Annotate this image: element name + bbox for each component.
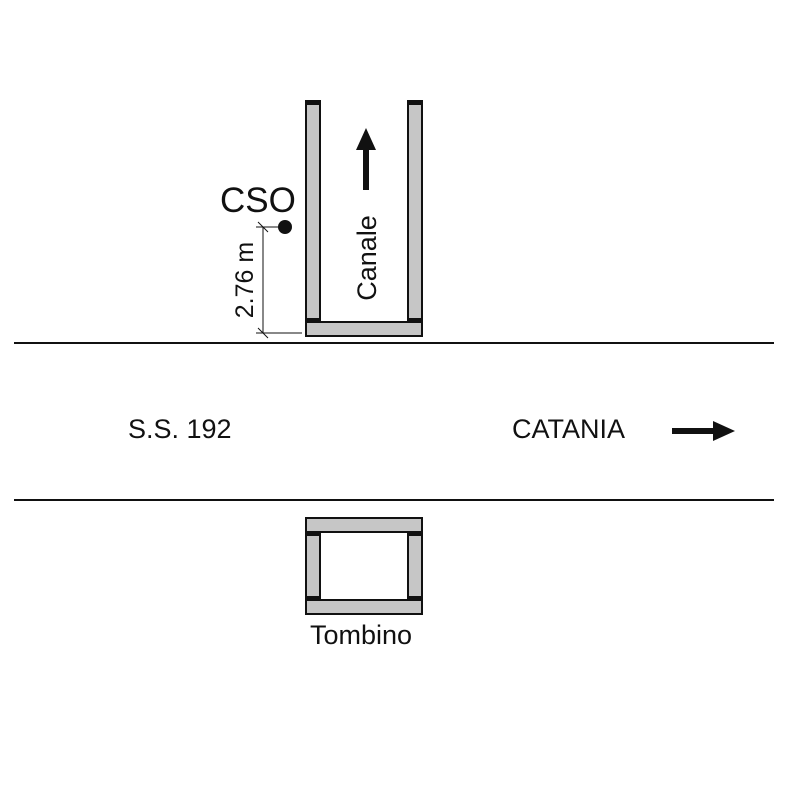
cso-label: CSO [220, 181, 296, 220]
dimension-bottom-tick [257, 327, 269, 339]
canal-left-wall [305, 100, 321, 324]
canal-right-joint [408, 318, 422, 323]
culvert-right-wall [407, 531, 423, 601]
culvert-left-wall [305, 531, 321, 601]
direction-arrow-right-icon [672, 421, 735, 441]
culvert-label: Tombino [310, 620, 412, 650]
culvert-bottom-wall [305, 599, 423, 615]
dimension-top-tick [257, 221, 269, 233]
cso-point [278, 220, 292, 234]
direction-label: CATANIA [512, 414, 625, 444]
road-label: S.S. 192 [128, 414, 232, 444]
culvert [305, 517, 423, 615]
canal-label: Canale [352, 215, 382, 301]
canal [305, 100, 423, 337]
culvert-left-top-joint [306, 532, 320, 536]
flow-arrow-up-icon [356, 128, 376, 190]
canal-left-joint [306, 318, 320, 323]
canal-right-wall-cap [407, 100, 423, 105]
distance-label: 2.76 m [231, 242, 259, 318]
culvert-right-top-joint [408, 532, 422, 536]
canal-right-wall [407, 100, 423, 324]
distance-dimension [256, 221, 302, 339]
culvert-top-wall [305, 517, 423, 533]
culvert-right-bottom-joint [408, 596, 422, 600]
canal-bottom-wall [305, 321, 423, 337]
canal-left-wall-cap [305, 100, 321, 105]
culvert-left-bottom-joint [306, 596, 320, 600]
